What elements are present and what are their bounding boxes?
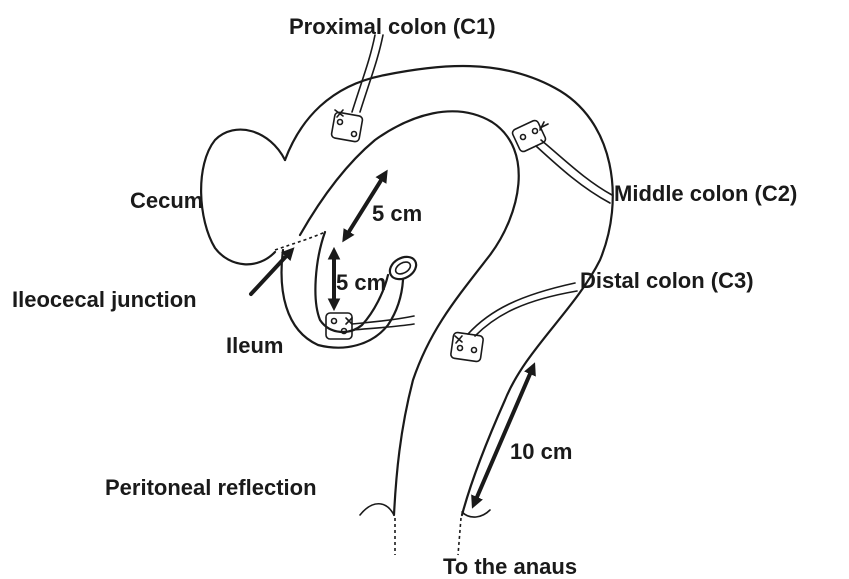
label-cecum: Cecum: [130, 188, 203, 213]
arrow-10cm: [474, 367, 533, 504]
rectum-dashed-right: [458, 518, 461, 555]
label-5cm-upper: 5 cm: [372, 201, 422, 226]
label-to-the-anus: To the anaus: [443, 554, 577, 579]
electrode-ileum: [326, 313, 414, 339]
cecum-shape: [201, 130, 285, 265]
arrow-ileocecal: [251, 251, 291, 294]
label-peritoneal-reflection: Peritoneal reflection: [105, 475, 317, 500]
label-10cm: 10 cm: [510, 439, 572, 464]
label-ileum: Ileum: [226, 333, 283, 358]
peritoneal-curve-right: [462, 510, 490, 517]
ileum-lumen: [386, 252, 420, 283]
ileum-lumen-inner: [394, 260, 413, 277]
peritoneal-curve-left: [360, 504, 394, 515]
label-distal-colon: Distal colon (C3): [580, 268, 754, 293]
label-ileocecal-junction: Ileocecal junction: [12, 287, 197, 312]
label-middle-colon: Middle colon (C2): [614, 181, 797, 206]
label-proximal-colon: Proximal colon (C1): [289, 14, 496, 39]
electrode-c1: [331, 35, 383, 142]
label-5cm-lower: 5 cm: [336, 270, 386, 295]
